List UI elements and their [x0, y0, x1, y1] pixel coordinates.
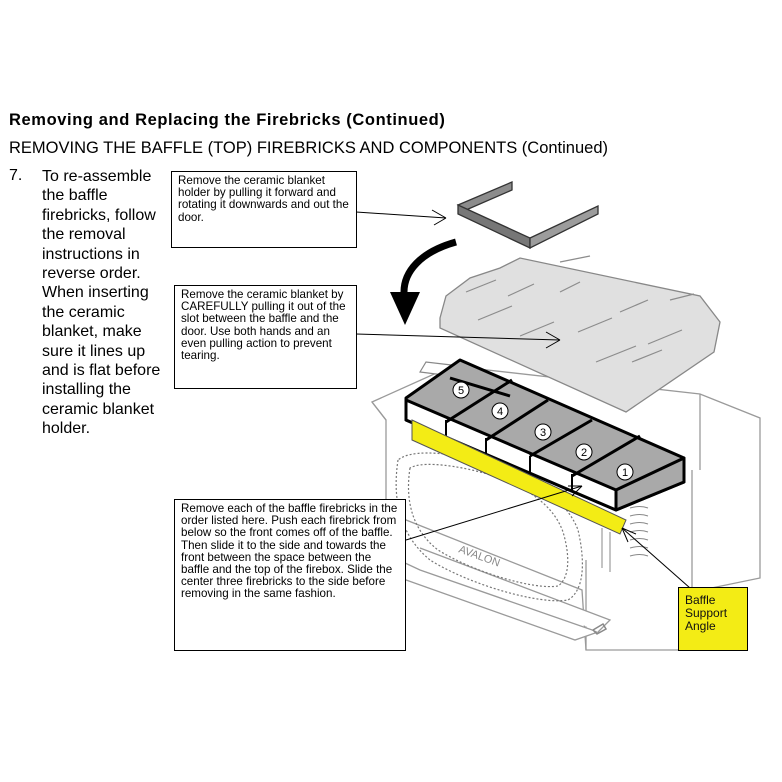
brick-number-5: 5 [458, 385, 464, 397]
section-heading: Removing and Replacing the Firebricks (C… [9, 111, 446, 129]
brick-numbers [452, 381, 634, 481]
section-subheading: REMOVING THE BAFFLE (TOP) FIREBRICKS AND… [9, 139, 609, 157]
ceramic-blanket [439, 255, 721, 413]
step-number: 7. [9, 167, 23, 184]
removal-arrow [390, 238, 457, 325]
support-angle-label: Baffle Support Angle [678, 587, 748, 651]
side-vents [601, 506, 649, 572]
callout-firebricks: Remove each of the baffle firebricks in … [174, 499, 406, 651]
brick-number-4: 4 [497, 406, 503, 418]
callout-blanket-holder: Remove the ceramic blanket holder by pul… [171, 171, 357, 248]
brick-number-3: 3 [540, 427, 546, 439]
leader-lines [355, 209, 691, 589]
step-text: To re-assemble the baffle firebricks, fo… [42, 168, 161, 438]
door-handle [591, 622, 608, 635]
baffle-support-angle [411, 419, 627, 535]
brick-number-2: 2 [581, 447, 587, 459]
brick-number-1: 1 [622, 467, 628, 479]
blanket-holder [456, 181, 599, 250]
callout-ceramic-blanket: Remove the ceramic blanket by CAREFULLY … [174, 285, 357, 389]
